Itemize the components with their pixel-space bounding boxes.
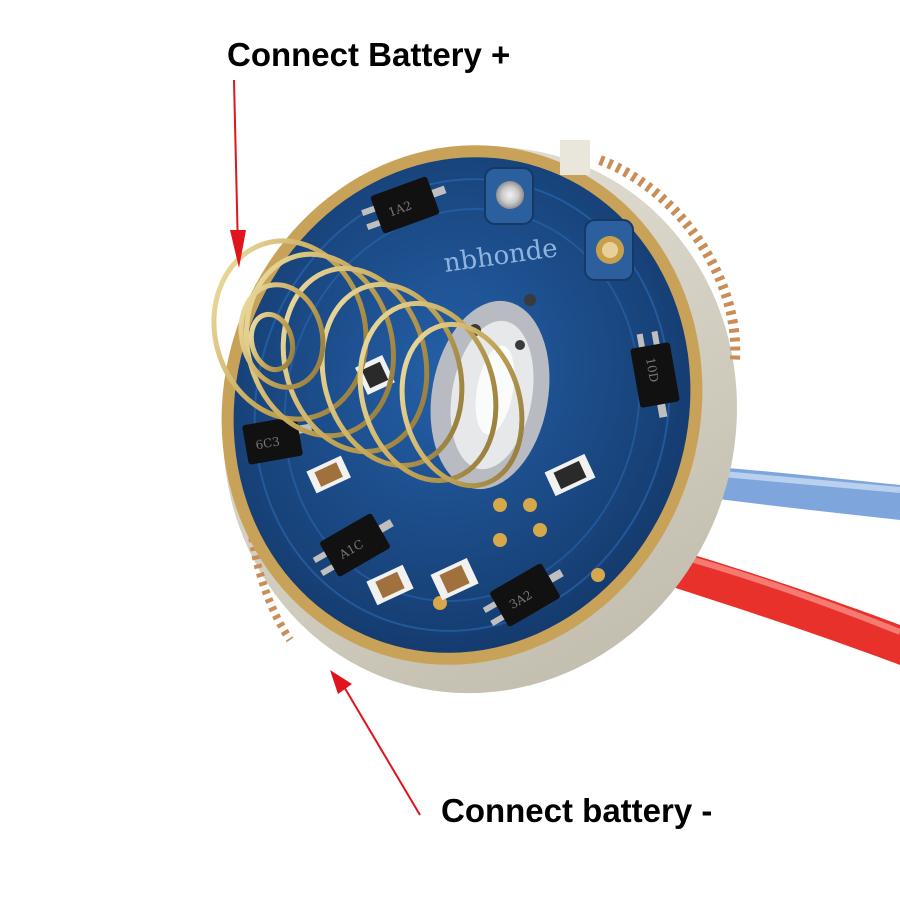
passive-components <box>306 355 596 606</box>
arrow-positive-head <box>230 230 246 268</box>
label-connect-battery-positive: Connect Battery + <box>227 36 511 73</box>
arrow-positive <box>233 79 239 251</box>
annotation-arrows <box>230 79 421 816</box>
red-wire <box>650 545 900 665</box>
arrow-negative-head <box>330 670 352 694</box>
smd-chips: 1A2 10D A1C 3A2 <box>242 176 680 627</box>
battery-spring <box>211 238 525 489</box>
chip-marking-2: 10D <box>643 356 661 383</box>
label-connect-battery-negative: Connect battery - <box>441 792 713 829</box>
solder-pads <box>433 167 634 610</box>
chip-marking-5: 6C3 <box>254 434 281 452</box>
arrow-negative <box>339 679 421 816</box>
